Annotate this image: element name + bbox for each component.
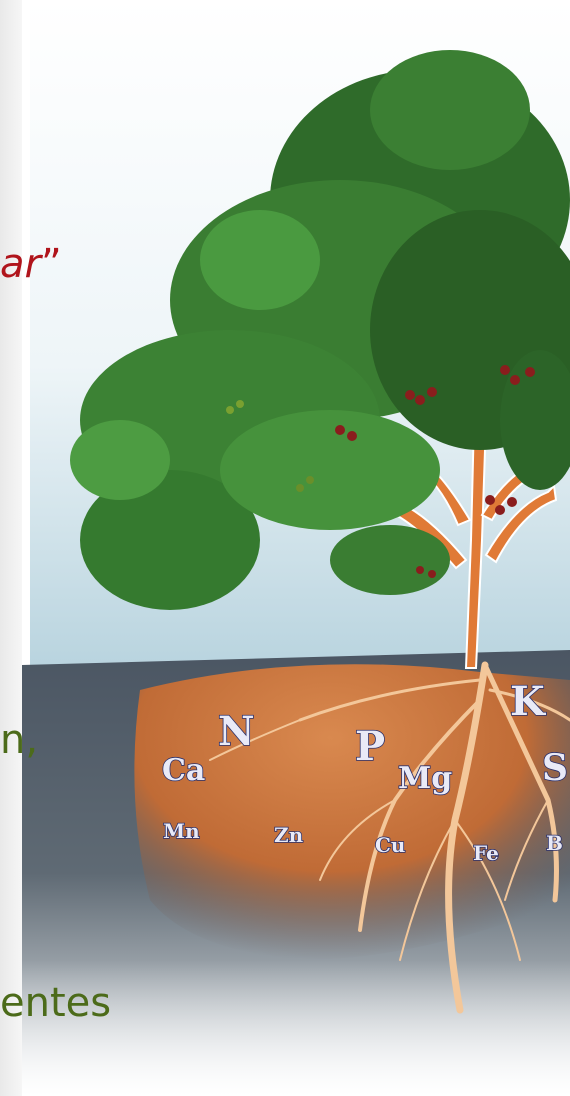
nutrient-label-cu: Cu: [375, 833, 405, 857]
quote-fragment: ar”: [0, 244, 62, 284]
quote-fragment-text: ar: [0, 241, 41, 287]
nutrient-label-mg: Mg: [398, 761, 452, 796]
nutrient-label-ca: Ca: [162, 753, 205, 788]
text-line-3: entes: [0, 983, 111, 1023]
nutrient-label-fe: Fe: [473, 841, 499, 865]
nutrient-label-p: P: [355, 723, 385, 770]
nutrient-label-zn: Zn: [274, 823, 304, 847]
nutrient-label-n: N: [218, 708, 255, 755]
nutrient-label-k: K: [510, 678, 546, 725]
nutrient-label-s: S: [542, 747, 568, 789]
nutrient-label-mn: Mn: [163, 819, 200, 843]
text-line-2: n,: [0, 720, 38, 760]
closing-quote-mark: ”: [41, 241, 62, 287]
nutrient-label-b: B: [546, 831, 563, 855]
